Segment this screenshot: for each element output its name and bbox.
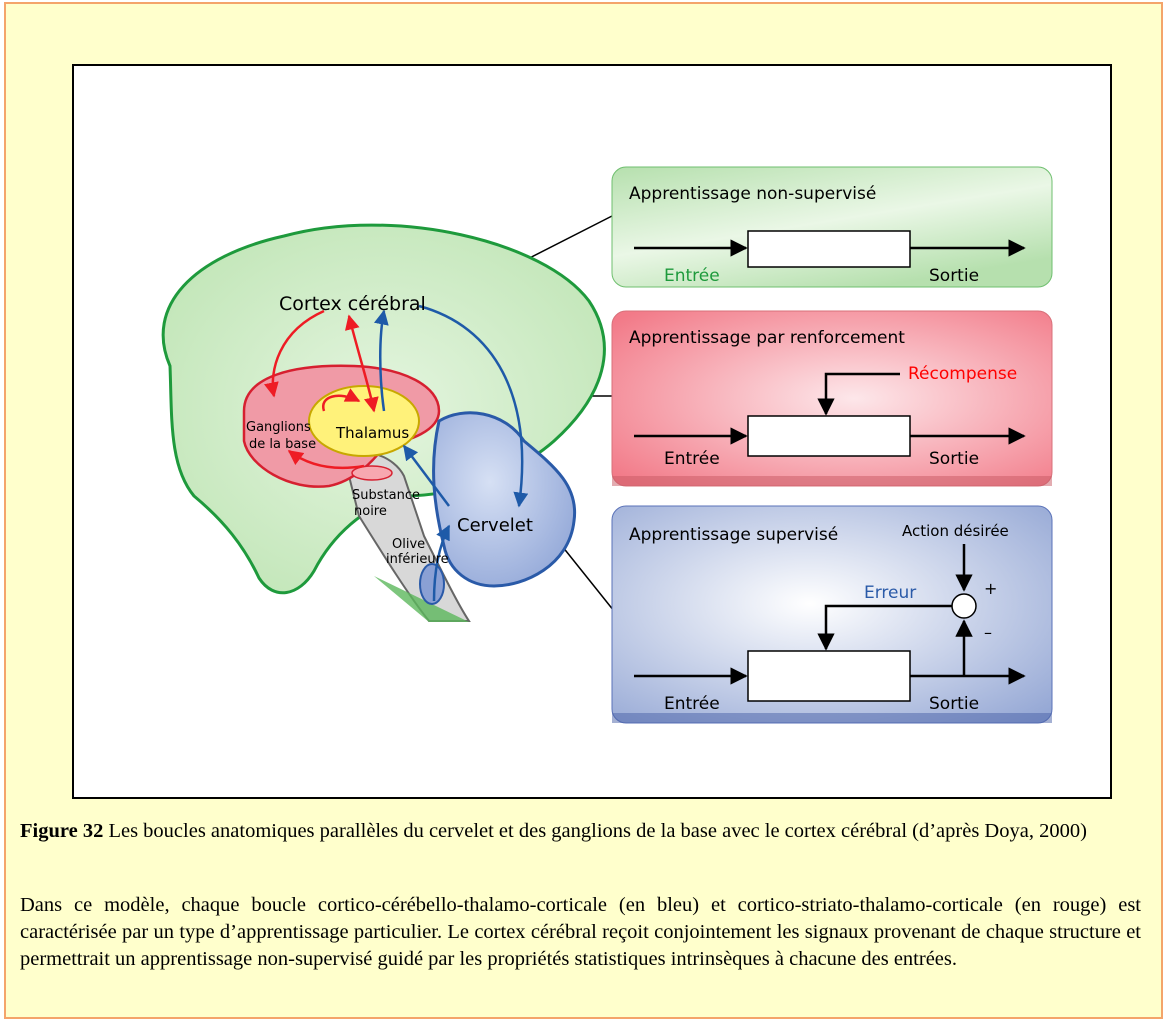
substantia-label-2: noire xyxy=(354,504,387,519)
figure-caption-text: Les boucles anatomiques parallèles du ce… xyxy=(103,820,1087,842)
panel-unsupervised: Apprentissage non-supervisé Entrée Sorti… xyxy=(611,166,1053,288)
comparator-circle xyxy=(951,593,977,619)
supervised-input-label: Entrée xyxy=(664,694,720,714)
cerebellum-label: Cervelet xyxy=(457,515,533,536)
figure-label: Figure 32 xyxy=(20,820,104,842)
red-arrow-cortex-to-ganglia xyxy=(264,309,325,398)
supervised-desired-label: Action désirée xyxy=(902,522,1009,540)
substantia-nigra-shape xyxy=(351,465,393,481)
panel-supervised: Apprentissage supervisé Action désirée +… xyxy=(611,505,1053,724)
figure-caption: Figure 32 Les boucles anatomiques parall… xyxy=(20,818,1141,845)
panel-reinforcement-title: Apprentissage par renforcement xyxy=(629,328,905,348)
unsupervised-box xyxy=(747,230,911,268)
cerebellum-shape xyxy=(432,411,577,588)
supervised-output-label: Sortie xyxy=(929,694,979,714)
figure-explanation-paragraph: Dans ce modèle, chaque boucle cortico-cé… xyxy=(20,894,1141,970)
olive-label-1: Olive xyxy=(392,537,425,552)
blue-arrow-cerebellum-to-thalamus xyxy=(403,444,450,507)
reinforcement-box xyxy=(747,415,911,457)
ganglia-label-1: Ganglions xyxy=(246,420,311,435)
blue-arrow-thalamus-to-cortex xyxy=(374,309,389,412)
brainstem-green-base xyxy=(374,576,469,622)
supervised-minus: – xyxy=(984,623,992,642)
learning-loops-diagram: Cortex cérébral Ganglions de la base Tha… xyxy=(161,166,1053,724)
blue-arrow-olive-to-cerebellum xyxy=(432,524,451,602)
substantia-label-1: Substance xyxy=(352,488,420,503)
supervised-box xyxy=(747,650,911,702)
supervised-plus: + xyxy=(984,579,997,598)
figure-frame: Cortex cérébral Ganglions de la base Tha… xyxy=(72,64,1112,799)
panel-reinforcement: Apprentissage par renforcement Récompens… xyxy=(611,310,1053,487)
panel-unsupervised-title: Apprentissage non-supervisé xyxy=(629,184,876,204)
cortex-label: Cortex cérébral xyxy=(279,293,426,315)
reinforcement-input-label: Entrée xyxy=(664,449,720,469)
red-arrow-nigra-to-ganglia xyxy=(287,449,365,470)
unsupervised-input-label: Entrée xyxy=(664,266,720,286)
thalamus-label: Thalamus xyxy=(335,424,409,442)
inferior-olive-shape xyxy=(419,563,445,605)
unsupervised-output-label: Sortie xyxy=(929,266,979,286)
thalamus-shape xyxy=(308,385,420,457)
panel-supervised-title: Apprentissage supervisé xyxy=(629,525,838,545)
figure-box: Cortex cérébral Ganglions de la base Tha… xyxy=(4,2,1163,1019)
red-arrow-ganglia-to-thalamus xyxy=(322,388,361,412)
red-arrow-cortex-thalamus xyxy=(344,314,379,413)
reinforcement-reward-label: Récompense xyxy=(908,364,1017,384)
ganglia-label-2: de la base xyxy=(249,437,316,452)
reinforcement-output-label: Sortie xyxy=(929,449,979,469)
supervised-error-label: Erreur xyxy=(864,583,916,603)
olive-label-2: inférieure xyxy=(386,552,449,567)
blue-arrow-cortex-to-cerebellum xyxy=(418,304,529,508)
